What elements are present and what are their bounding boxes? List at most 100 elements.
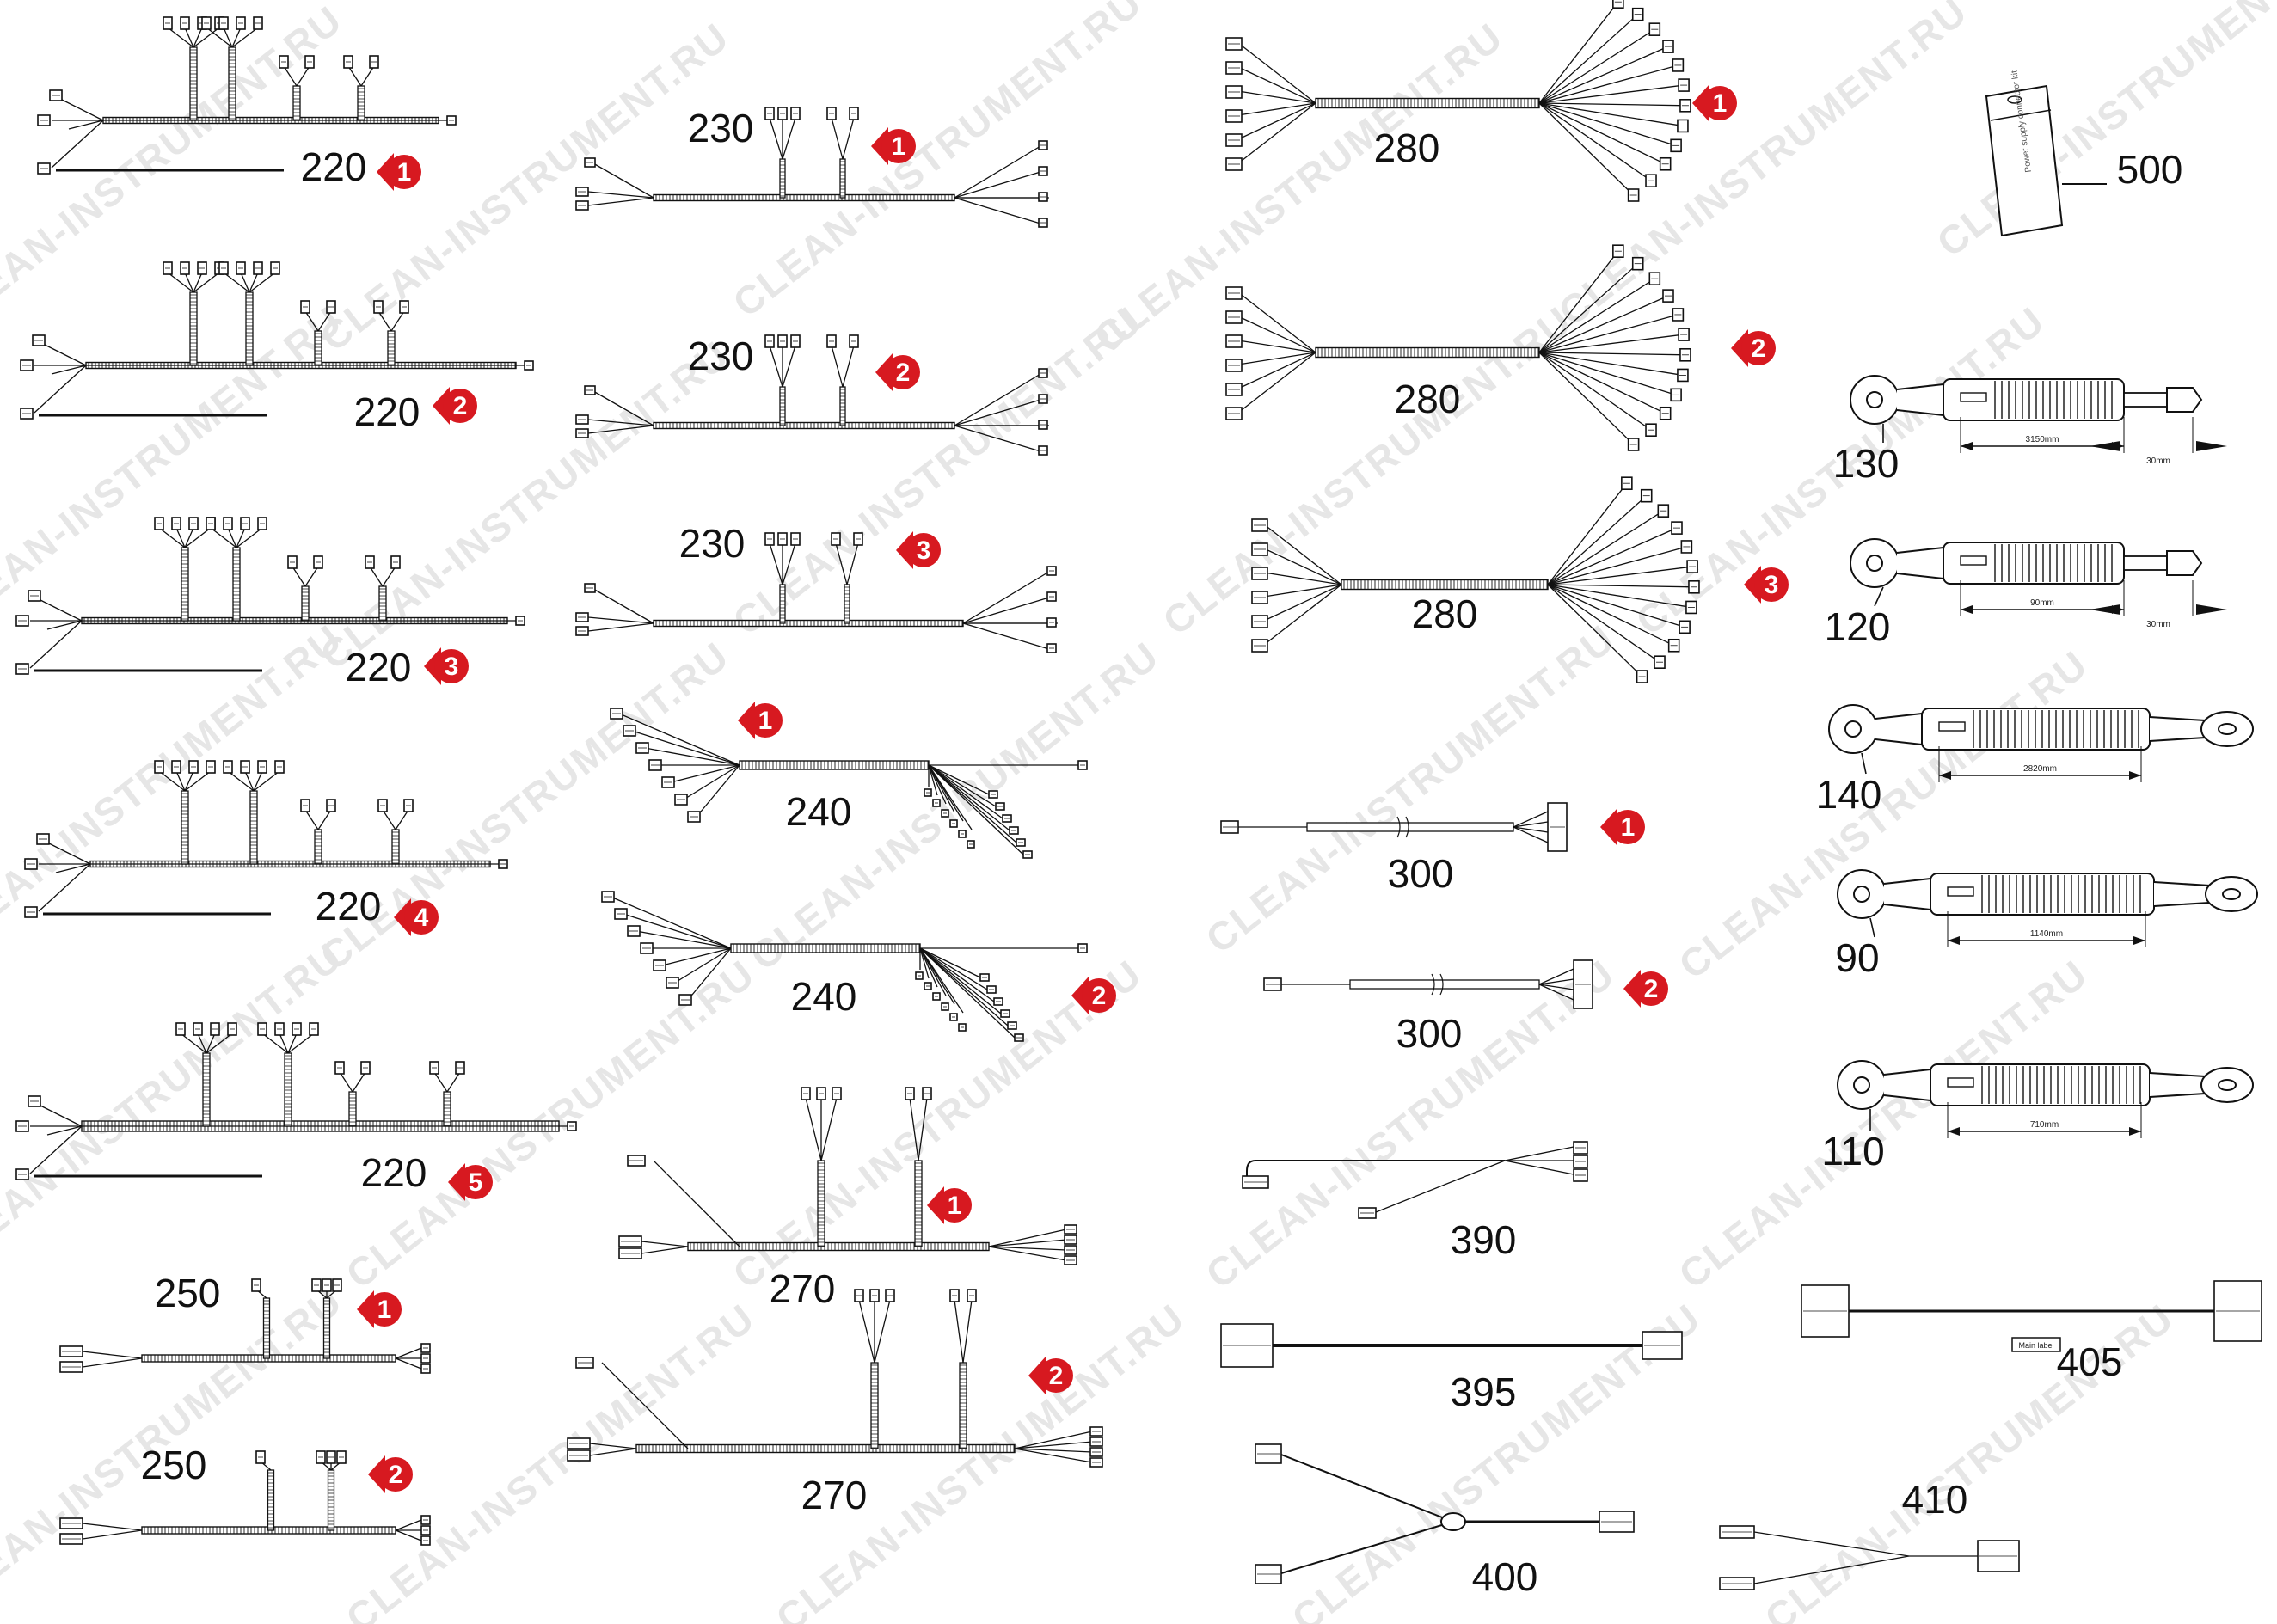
wire: [962, 1299, 973, 1364]
wire: [227, 770, 255, 792]
wire: [782, 542, 796, 585]
variant-number: 2: [1752, 334, 1766, 363]
wire: [287, 1033, 315, 1054]
main-label-text: Main label: [2018, 1341, 2053, 1350]
wire: [618, 713, 740, 766]
part-number: 280: [1395, 377, 1461, 421]
harness-trunk: [653, 619, 964, 628]
wire: [82, 1351, 143, 1359]
wire: [184, 272, 194, 293]
wire: [206, 27, 233, 48]
wire: [193, 272, 220, 293]
wire: [210, 527, 237, 548]
variant-number: 5: [469, 1168, 483, 1197]
wire: [46, 1125, 83, 1136]
wire: [317, 310, 332, 332]
wire: [1538, 84, 1685, 104]
wire: [592, 162, 654, 199]
wire: [339, 1071, 353, 1093]
part-number: 410: [1902, 1477, 1968, 1522]
wire: [919, 947, 964, 1014]
wire: [610, 896, 732, 949]
wire: [304, 566, 319, 587]
wire: [954, 373, 1041, 426]
variant-number: 2: [896, 359, 911, 387]
wire: [1237, 340, 1316, 353]
wire: [1504, 1146, 1574, 1161]
wire: [382, 566, 396, 587]
wire: [369, 566, 384, 587]
wire: [304, 809, 319, 830]
wire: [1538, 295, 1669, 353]
wire: [1547, 527, 1678, 585]
wire: [1547, 584, 1692, 609]
wire: [928, 764, 938, 796]
wire: [962, 622, 1050, 650]
part-number: 110: [1821, 1129, 1884, 1174]
wire: [587, 419, 654, 426]
wire: [928, 764, 1003, 819]
wire: [193, 272, 203, 293]
wire: [589, 1443, 637, 1449]
wire: [347, 65, 362, 87]
wire: [1538, 102, 1677, 146]
wire: [683, 764, 740, 800]
variant-number: 4: [414, 904, 429, 932]
wire: [395, 1347, 422, 1359]
wire: [842, 345, 855, 388]
wire: [1513, 811, 1549, 828]
part-number: 390: [1451, 1217, 1517, 1262]
wire: [296, 65, 310, 87]
dimension-label: 710mm: [2030, 1120, 2059, 1130]
part-number: 220: [301, 144, 367, 189]
part-number: 220: [316, 884, 382, 928]
wire: [954, 399, 1041, 426]
wire: [1263, 548, 1342, 585]
wire: [395, 809, 409, 830]
wire: [287, 1033, 298, 1054]
wire: [1014, 1431, 1093, 1449]
part-number: 500: [2117, 147, 2183, 192]
variant-number: 3: [445, 653, 459, 681]
wire: [446, 1071, 461, 1093]
connector: [1612, 0, 1624, 9]
wire: [1538, 102, 1685, 107]
battery-cable-110: 710mm 110: [1821, 1060, 2254, 1174]
wire: [46, 842, 91, 865]
dimension-label: 30mm: [2146, 457, 2170, 466]
part-280-v2: 280 2: [1225, 244, 1776, 451]
variant-number: 2: [1092, 982, 1107, 1010]
wire: [928, 764, 1010, 831]
wire: [46, 620, 83, 630]
part-400: 400: [1255, 1443, 1635, 1599]
part-number: 405: [2057, 1339, 2123, 1384]
wire: [687, 947, 732, 1001]
wire: [253, 770, 280, 792]
wire: [1538, 352, 1635, 445]
wire: [769, 117, 783, 160]
wire: [928, 764, 973, 830]
wire: [175, 770, 186, 792]
wire: [352, 1071, 366, 1093]
wire: [1237, 102, 1316, 164]
wire: [236, 527, 246, 548]
wire: [253, 770, 263, 792]
wire: [38, 1104, 83, 1127]
wire: [1538, 46, 1669, 104]
wire: [1547, 584, 1685, 628]
watermark-text: CLEAN-INSTRUMENT.RU: [0, 297, 351, 644]
wire: [175, 527, 186, 548]
variant-marker: 2: [1623, 970, 1668, 1008]
wire: [1513, 826, 1549, 833]
wire: [587, 191, 654, 199]
wire: [249, 272, 276, 293]
wire: [954, 171, 1041, 199]
wire: [1538, 278, 1655, 353]
